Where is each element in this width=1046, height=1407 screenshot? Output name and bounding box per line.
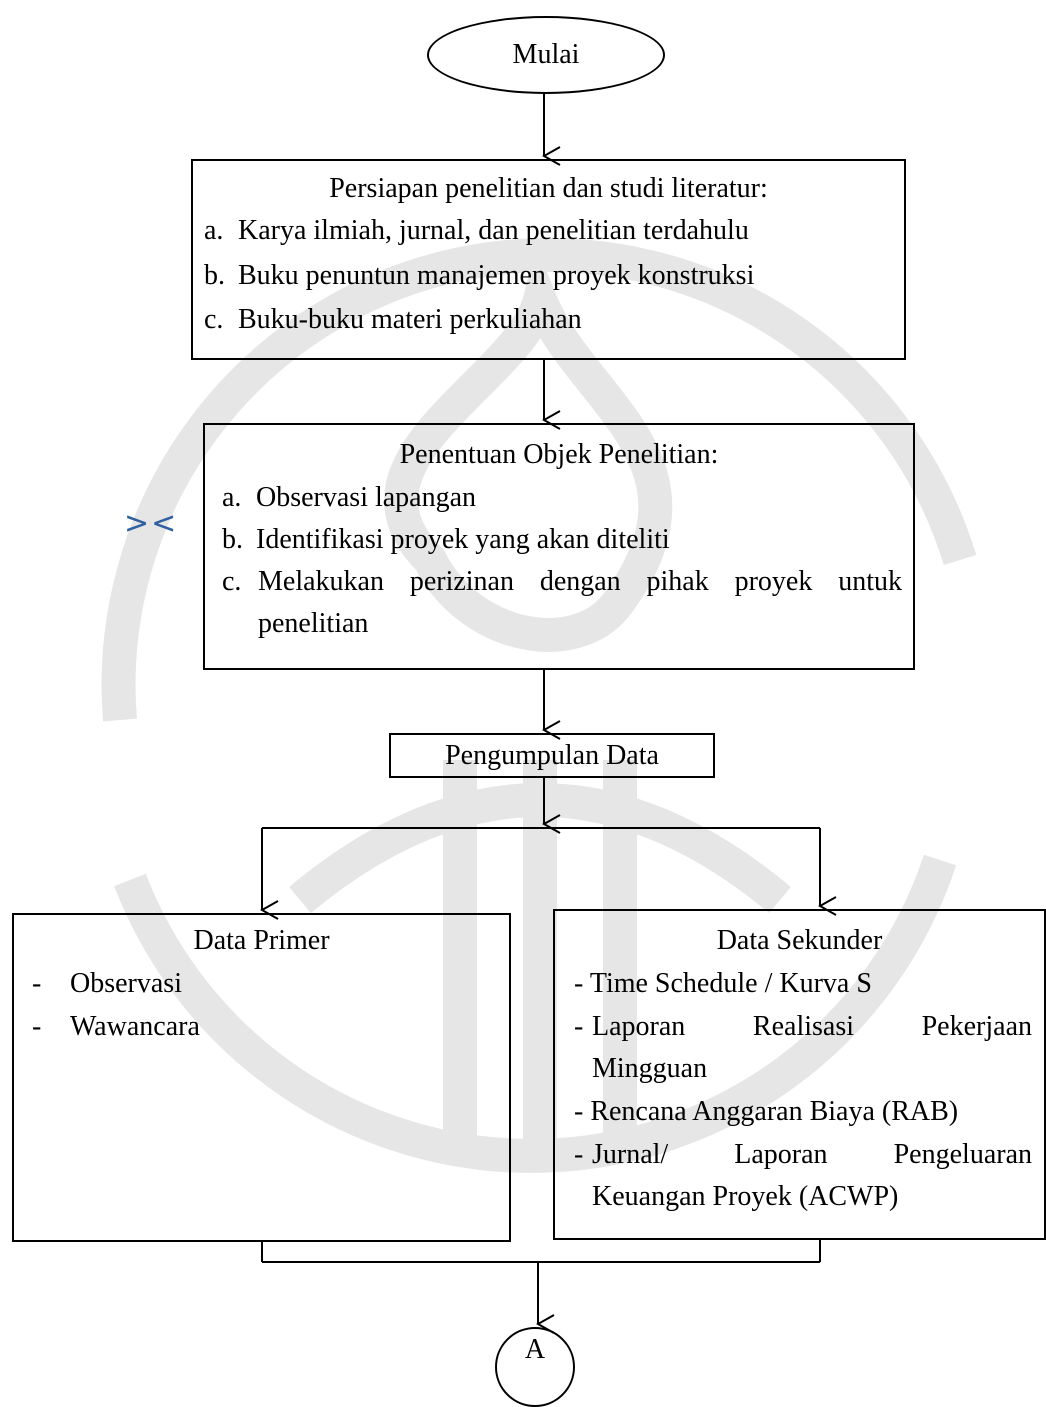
start-label: Mulai xyxy=(512,39,580,70)
item-marker: - xyxy=(574,1139,584,1170)
item-marker: - xyxy=(32,968,42,999)
item-marker: c. xyxy=(222,566,242,597)
watermark-ring xyxy=(101,238,977,722)
connector-label: A xyxy=(524,1334,546,1365)
step-literature-item-c: c. Buku-buku materi perkuliahan xyxy=(204,299,582,341)
word: Laporan xyxy=(592,1011,686,1042)
item-text: Wawancara xyxy=(70,1011,200,1042)
step-literature-item-a: a. Karya ilmiah, jurnal, dan penelitian t… xyxy=(204,210,749,252)
flow-connectors xyxy=(0,92,1046,1378)
word: Pekerjaan xyxy=(921,1011,1032,1042)
item-text: Buku-buku materi perkuliahan xyxy=(238,304,582,335)
item-marker: - xyxy=(574,1096,584,1127)
step-object-item-c: c. Melakukan perizinan dengan pihak proy… xyxy=(222,561,902,603)
item-marker: - xyxy=(574,1011,584,1042)
item-text: Time Schedule / Kurva S xyxy=(589,968,872,999)
item-marker: c. xyxy=(204,304,224,335)
start-terminator: Mulai xyxy=(427,16,665,94)
watermark-flame xyxy=(384,245,673,652)
step-object-item-c-continuation: penelitian xyxy=(258,608,369,639)
step-object-title: Penentuan Objek Penelitian: xyxy=(399,439,719,470)
item-marker: a. xyxy=(204,215,224,246)
step-collect-label: Pengumpulan Data xyxy=(445,740,659,771)
secondary-item-2: - Laporan Realisasi Pekerjaan xyxy=(574,1006,1032,1048)
word: Pengeluaran xyxy=(893,1139,1032,1170)
item-marker: b. xyxy=(204,260,225,291)
secondary-item-4-continuation: Keuangan Proyek (ACWP) xyxy=(592,1181,899,1212)
word: perizinan xyxy=(409,566,514,597)
secondary-item-1: - Time Schedule / Kurva S xyxy=(574,963,872,1005)
word: Laporan xyxy=(734,1139,828,1170)
item-text-justified: Laporan Realisasi Pekerjaan xyxy=(592,1006,1032,1048)
item-text: Buku penuntun manajemen proyek konstruks… xyxy=(238,260,755,291)
step-literature-item-b: b. Buku penuntun manajemen proyek konstru… xyxy=(204,255,754,297)
item-text: Karya ilmiah, jurnal, dan penelitian ter… xyxy=(238,215,749,246)
watermark-logo xyxy=(101,238,977,1173)
item-marker: a. xyxy=(222,482,242,513)
secondary-item-2-continuation: Mingguan xyxy=(592,1053,708,1084)
item-marker: - xyxy=(32,1011,42,1042)
primary-item-1: -Observasi xyxy=(32,963,182,1005)
word: Melakukan xyxy=(258,566,384,597)
secondary-data-title: Data Sekunder xyxy=(716,925,883,956)
word: Jurnal/ xyxy=(592,1139,669,1170)
word: Realisasi xyxy=(752,1011,854,1042)
item-text: Identifikasi proyek yang akan diteliti xyxy=(256,524,670,555)
watermark-arch xyxy=(289,783,791,914)
item-marker: b. xyxy=(222,524,243,555)
word: proyek xyxy=(734,566,813,597)
text-cursor-icon: >< xyxy=(124,506,179,541)
item-text: Rencana Anggaran Biaya (RAB) xyxy=(590,1096,959,1127)
item-text: Observasi lapangan xyxy=(256,482,477,513)
primary-item-2: -Wawancara xyxy=(32,1006,200,1048)
item-text: Observasi xyxy=(70,968,182,999)
word: pihak xyxy=(646,566,709,597)
secondary-item-4: - Jurnal/ Laporan Pengeluaran xyxy=(574,1134,1032,1176)
word: untuk xyxy=(838,566,902,597)
step-literature-title: Persiapan penelitian dan studi literatur… xyxy=(329,173,768,204)
item-text-justified: Jurnal/ Laporan Pengeluaran xyxy=(592,1134,1032,1176)
secondary-data-box xyxy=(553,909,1046,1240)
primary-data-title: Data Primer xyxy=(193,925,330,956)
item-marker: - xyxy=(574,968,584,999)
step-object-item-b: b. Identifikasi proyek yang akan diteliti xyxy=(222,519,670,561)
item-text-justified: Melakukan perizinan dengan pihak proyek … xyxy=(258,561,902,603)
step-object-item-a: a. Observasi lapangan xyxy=(222,477,476,519)
secondary-item-3: - Rencana Anggaran Biaya (RAB) xyxy=(574,1091,958,1133)
offpage-connector-a: A xyxy=(495,1327,575,1407)
word: dengan xyxy=(539,566,621,597)
